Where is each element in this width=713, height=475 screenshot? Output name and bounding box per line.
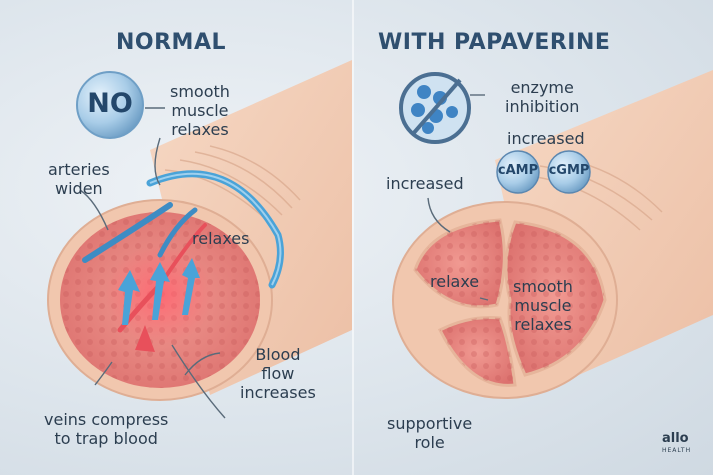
enzyme-inhibition-label: enzyme inhibition [505,78,580,116]
increased-top-label: increased [507,129,585,148]
veins-compress-label: veins compress to trap blood [44,410,169,448]
papaverine-tube [392,70,713,399]
relaxe-label: relaxe [430,272,480,291]
normal-smooth-muscle-label: smooth muscle relaxes [170,82,230,139]
allo-health-logo: allo HEALTH [662,431,692,454]
supportive-role-label: supportive role [387,414,473,452]
no-badge-label: NO [87,88,133,119]
normal-tube [47,60,352,419]
arteries-widen-label: arteries widen [48,160,110,198]
relaxes-label: relaxes [192,229,250,248]
blood-flow-label: Blood flow increases [240,345,316,402]
papaverine-title: WITH PAPAVERINE [378,30,611,55]
normal-title: NORMAL [116,30,226,55]
panel-divider [352,0,354,475]
papaverine-smooth-muscle-label: smooth muscle relaxes [513,277,573,334]
camp-badge: cAMP [497,163,539,178]
increased-left-label: increased [386,174,464,193]
cgmp-badge: cGMP [548,163,590,178]
